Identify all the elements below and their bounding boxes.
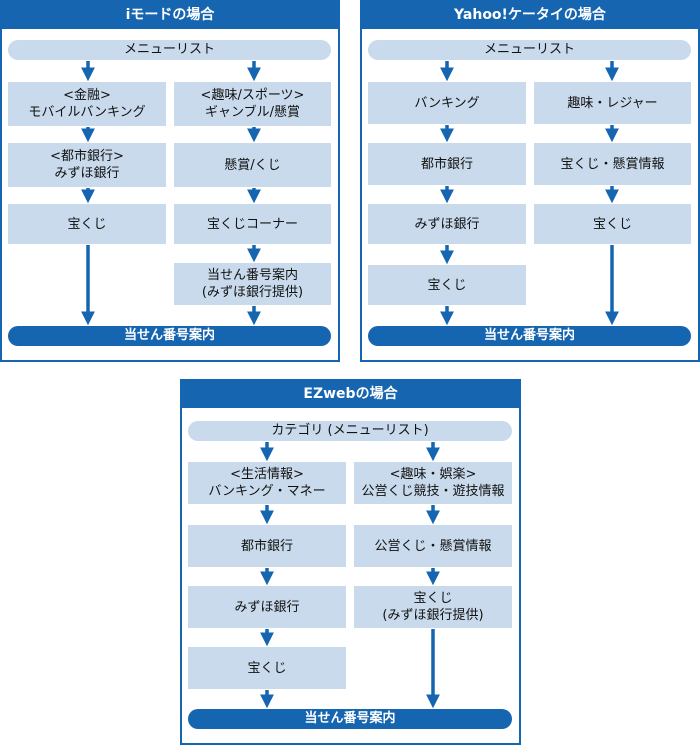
- ezweb-left-step-3: みずほ銀行: [188, 586, 346, 628]
- imode-left-step-2-line-2: みずほ銀行: [54, 166, 120, 181]
- ezweb-left-step-4: 宝くじ: [188, 647, 346, 689]
- ezweb-right-step-3-line-1: 宝くじ: [413, 591, 453, 606]
- ezweb-right-step-1-line-1: <趣味・娯楽>: [389, 467, 477, 482]
- ezweb-left-step-4-line-1: 宝くじ: [247, 660, 287, 676]
- imode-result: 当せん番号案内: [8, 326, 331, 346]
- yahoo-left-step-1: バンキング: [368, 82, 526, 124]
- imode-right-step-2: 懸賞/くじ: [174, 143, 331, 187]
- yahoo-left-step-3-line-1: みずほ銀行: [414, 216, 480, 232]
- imode-right-step-1: <趣味/スポーツ> ギャンブル/懸賞: [174, 82, 331, 126]
- imode-left-step-3: 宝くじ: [8, 204, 166, 244]
- yahoo-right-step-2-line-1: 宝くじ・懸賞情報: [560, 156, 665, 172]
- ezweb-left-step-3-line-1: みずほ銀行: [234, 599, 300, 615]
- yahoo-panel-title: Yahoo!ケータイの場合: [362, 2, 698, 29]
- imode-right-step-4-line-2: (みずほ銀行提供): [201, 285, 304, 300]
- imode-right-step-3-line-1: 宝くじコーナー: [206, 216, 298, 232]
- yahoo-left-step-2-line-1: 都市銀行: [420, 156, 473, 172]
- imode-right-step-4: 当せん番号案内 (みずほ銀行提供): [174, 263, 331, 305]
- imode-right-step-4-line-1: 当せん番号案内: [206, 268, 298, 283]
- ezweb-result: 当せん番号案内: [188, 709, 512, 729]
- ezweb-left-step-1-line-1: <生活情報>: [230, 467, 304, 482]
- yahoo-left-step-2: 都市銀行: [368, 143, 526, 185]
- imode-panel-title: iモードの場合: [2, 2, 338, 29]
- ezweb-left-step-1-line-2: バンキング・マネー: [208, 484, 326, 499]
- yahoo-left-step-4: 宝くじ: [368, 265, 526, 305]
- ezweb-right-step-1-line-2: 公営くじ競技・遊技情報: [361, 484, 505, 499]
- imode-menu-list: メニューリスト: [8, 40, 331, 60]
- imode-right-step-3: 宝くじコーナー: [174, 204, 331, 244]
- yahoo-left-step-1-line-1: バンキング: [414, 95, 480, 111]
- ezweb-right-step-3-line-2: (みずほ銀行提供): [382, 608, 484, 623]
- imode-left-step-2-line-1: <都市銀行>: [50, 149, 124, 164]
- ezweb-panel-title: EZwebの場合: [182, 381, 519, 408]
- ezweb-right-step-3: 宝くじ (みずほ銀行提供): [354, 586, 512, 628]
- ezweb-right-step-2-line-1: 公営くじ・懸賞情報: [374, 538, 492, 554]
- imode-right-step-2-line-1: 懸賞/くじ: [224, 157, 281, 173]
- yahoo-menu-list: メニューリスト: [368, 40, 691, 60]
- yahoo-left-step-3: みずほ銀行: [368, 204, 526, 244]
- imode-left-step-1: <金融> モバイルバンキング: [8, 82, 166, 126]
- yahoo-result: 当せん番号案内: [368, 326, 691, 346]
- yahoo-right-step-1-line-1: 趣味・レジャー: [567, 95, 658, 111]
- yahoo-right-step-1: 趣味・レジャー: [534, 82, 691, 124]
- yahoo-right-step-3: 宝くじ: [534, 204, 691, 244]
- ezweb-left-step-2-line-1: 都市銀行: [240, 538, 293, 554]
- yahoo-left-step-4-line-1: 宝くじ: [427, 277, 467, 293]
- ezweb-menu-list: カテゴリ (メニューリスト): [188, 421, 512, 441]
- imode-right-step-1-line-2: ギャンブル/懸賞: [205, 105, 300, 120]
- imode-left-step-3-line-1: 宝くじ: [67, 216, 107, 232]
- imode-left-step-1-line-1: <金融>: [63, 88, 111, 103]
- imode-left-step-2: <都市銀行> みずほ銀行: [8, 143, 166, 187]
- ezweb-left-step-1: <生活情報> バンキング・マネー: [188, 462, 346, 504]
- imode-right-step-1-line-1: <趣味/スポーツ>: [200, 88, 305, 103]
- yahoo-right-step-2: 宝くじ・懸賞情報: [534, 143, 691, 185]
- ezweb-right-step-2: 公営くじ・懸賞情報: [354, 525, 512, 567]
- ezweb-right-step-1: <趣味・娯楽> 公営くじ競技・遊技情報: [354, 462, 512, 504]
- ezweb-left-step-2: 都市銀行: [188, 525, 346, 567]
- yahoo-right-step-3-line-1: 宝くじ: [592, 216, 632, 232]
- imode-left-step-1-line-2: モバイルバンキング: [28, 105, 146, 120]
